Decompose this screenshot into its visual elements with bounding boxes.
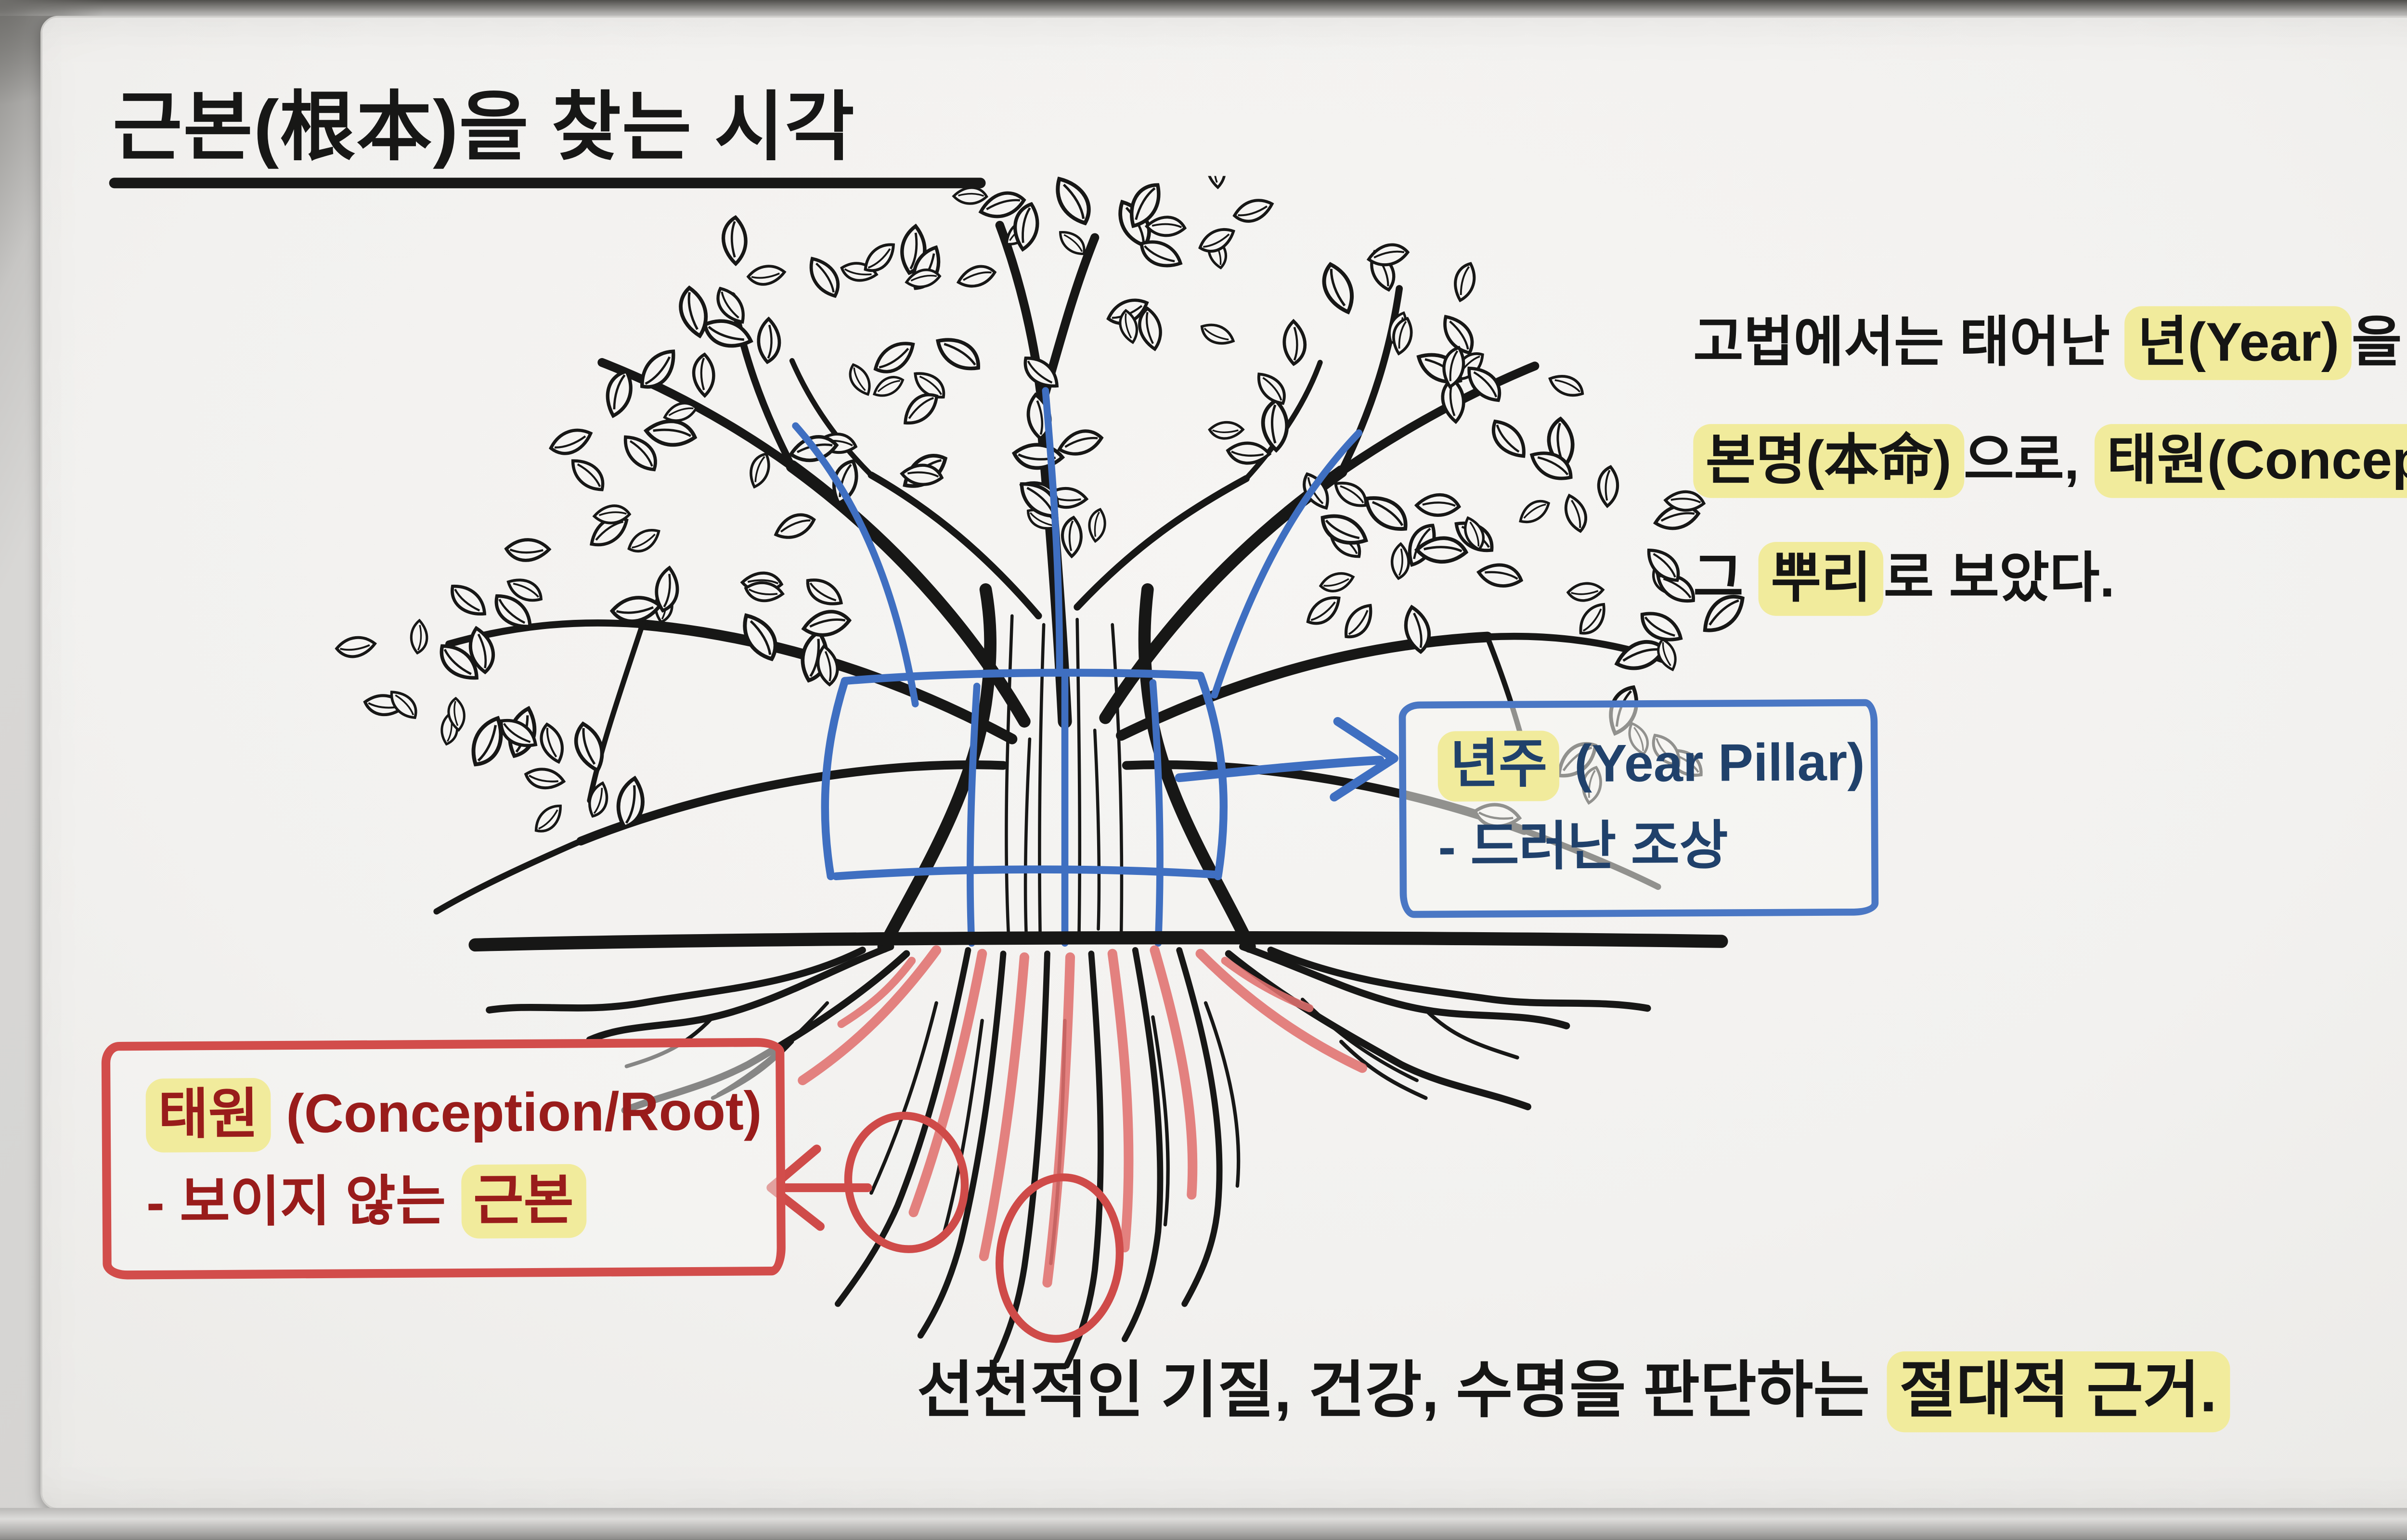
caption-highlight: 절대적 근거. [1887, 1351, 2229, 1433]
tree-leaves [335, 176, 1745, 833]
note-text: 고법에서는 태어난 [1693, 311, 2125, 373]
year-pillar-subtitle: - 드러난 조상 [1438, 817, 1728, 877]
year-pillar-term-rest: (Year Pillar) [1559, 734, 1865, 794]
title-underline [109, 178, 986, 189]
conception-label-box: 태원 (Conception/Root) - 보이지 않는 근본 [101, 1038, 786, 1280]
note-text: 으로, [1964, 429, 2095, 491]
conception-title: 태원 (Conception/Root) [145, 1068, 762, 1159]
conception-term-rest: (Conception/Root) [271, 1080, 762, 1145]
ground-line [468, 931, 1728, 952]
year-pillar-term-highlight: 년주 [1437, 731, 1560, 802]
year-pillar-label-box: 년주 (Year Pillar) - 드러난 조상 [1398, 699, 1879, 918]
year-pillar-title: 년주 (Year Pillar) [1437, 724, 1865, 808]
blue-arrow [1175, 717, 1398, 802]
note-highlight: 뿌리 [1759, 541, 1884, 615]
bottom-caption: 선천적인 기질, 건강, 수명을 판단하는 절대적 근거. [917, 1341, 2229, 1433]
note-text: 을 [2352, 311, 2402, 373]
note-text: 로 보았다. [1883, 546, 2115, 608]
conception-subtitle: - 보이지 않는 근본 [146, 1155, 741, 1246]
note-highlight: 태원(Conception) [2094, 424, 2407, 498]
conception-subtitle-highlight: 근본 [461, 1163, 586, 1238]
note-text: 그 [1693, 546, 1759, 608]
note-highlight: 본명(本命) [1693, 424, 1964, 498]
note-line-2: 본명(本命)으로, 태원(Conception)을 [1693, 424, 2407, 498]
page-title: 근본(根本)을 찾는 시각 [113, 86, 855, 171]
tree-diagram [335, 176, 1745, 1369]
conception-subtitle-text: - 보이지 않는 [146, 1169, 461, 1233]
right-note: 고법에서는 태어난 년(Year)을 본명(本命)으로, 태원(Concepti… [1693, 306, 2407, 662]
note-line-1: 고법에서는 태어난 년(Year)을 [1693, 306, 2407, 380]
conception-term-highlight: 태원 [145, 1078, 272, 1153]
year-pillar-blue-annotation [792, 387, 1362, 947]
note-highlight: 년(Year) [2125, 306, 2352, 380]
root-highlights-red [798, 945, 1367, 1288]
caption-text: 선천적인 기질, 건강, 수명을 판단하는 [917, 1356, 1887, 1425]
whiteboard-frame-top [0, 0, 2407, 16]
whiteboard-frame-bottom [0, 1508, 2407, 1540]
